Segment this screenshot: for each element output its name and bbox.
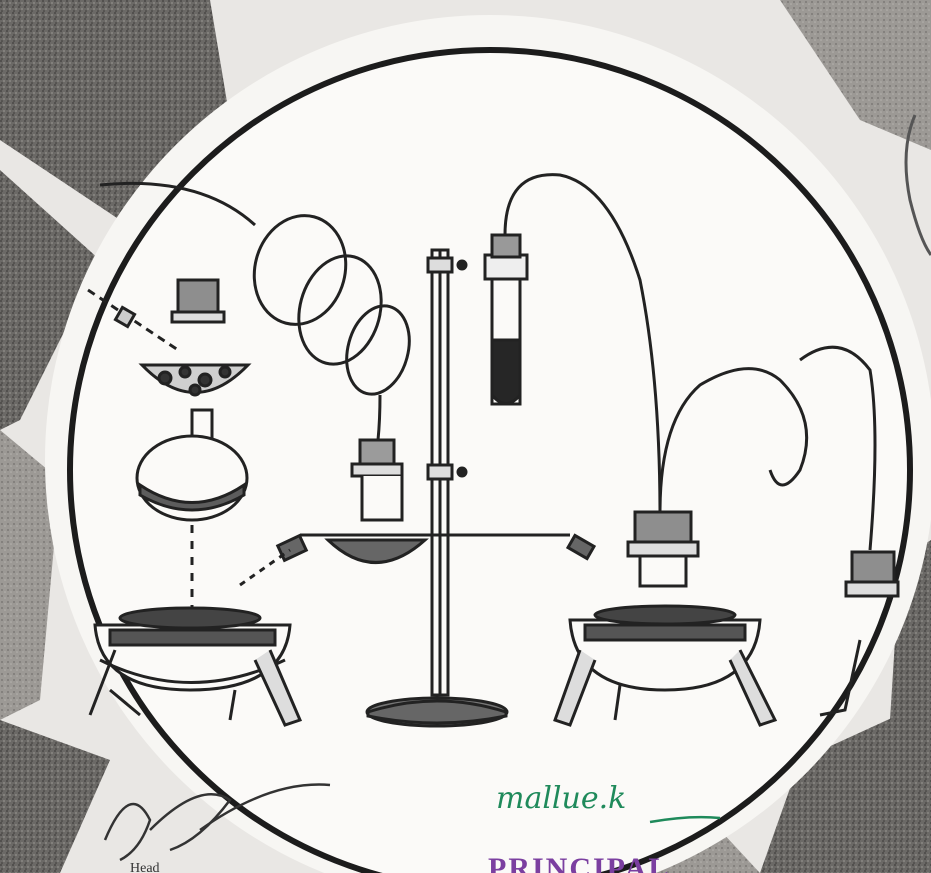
principal-caption: PRINCIPAL <box>488 852 670 873</box>
svg-text:mallue.k: mallue.k <box>496 781 626 816</box>
svg-text:Head: Head <box>130 861 160 873</box>
